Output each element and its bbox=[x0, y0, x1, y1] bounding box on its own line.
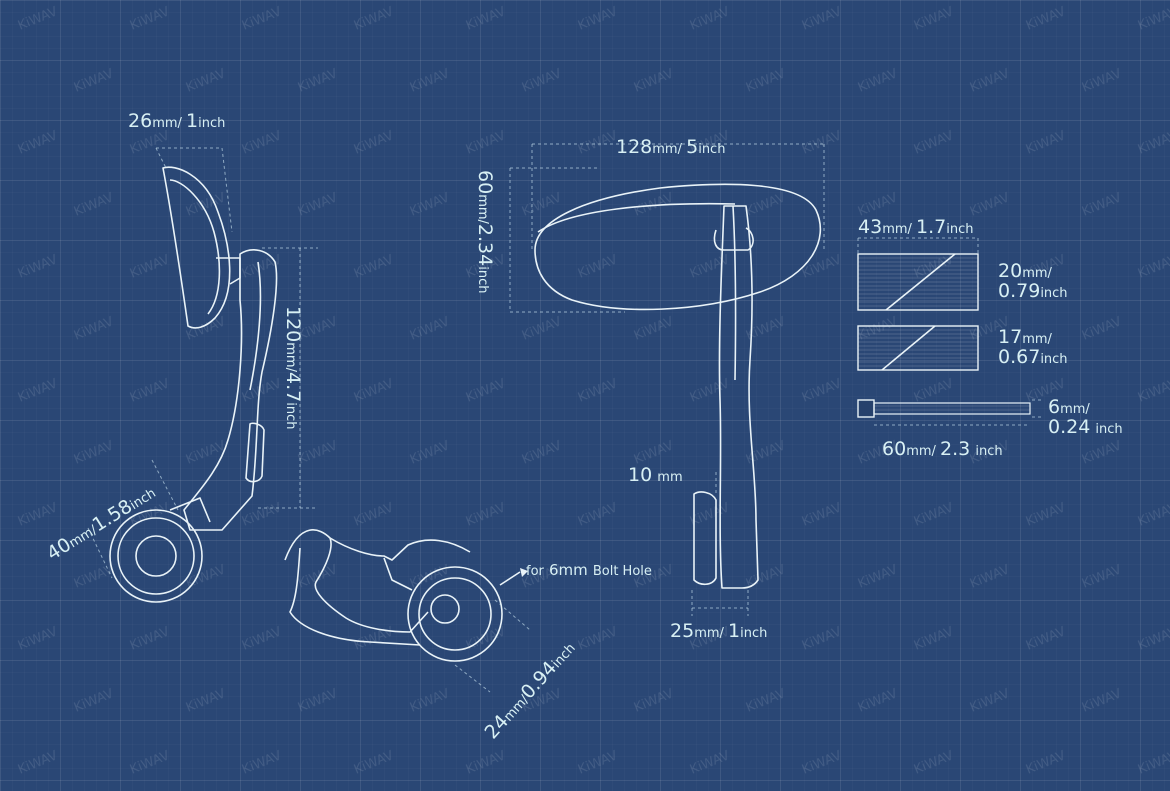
bolt-drawing bbox=[857, 399, 1044, 426]
mirror-thickness-label: 26mm/ 1inch bbox=[128, 110, 226, 132]
mirror-height-label: 60mm/2.34inch bbox=[474, 170, 496, 294]
mirror-width-label: 128mm/ 5inch bbox=[616, 136, 726, 158]
insert-small-drawing bbox=[857, 325, 979, 371]
bolt-hole-note: for 6mm Bolt Hole bbox=[526, 561, 652, 579]
base-width-label: 25mm/ 1inch bbox=[670, 620, 768, 642]
insert-small-height-label: 17mm/ 0.67inch bbox=[998, 326, 1068, 368]
insert-large-drawing bbox=[857, 237, 979, 311]
clamp-detail-drawing bbox=[284, 529, 531, 693]
gap-label: 10 mm bbox=[628, 464, 683, 486]
arm-height-label: 120mm/4.7inch bbox=[282, 306, 304, 430]
side-view-drawing bbox=[87, 147, 318, 603]
bolt-length-label: 60mm/ 2.3 inch bbox=[882, 438, 1003, 460]
bolt-diameter-label: 6mm/ 0.24 inch bbox=[1048, 396, 1123, 438]
insert-width-label: 43mm/ 1.7inch bbox=[858, 216, 974, 238]
insert-large-height-label: 20mm/ 0.79inch bbox=[998, 260, 1068, 302]
front-view-drawing bbox=[509, 143, 825, 616]
